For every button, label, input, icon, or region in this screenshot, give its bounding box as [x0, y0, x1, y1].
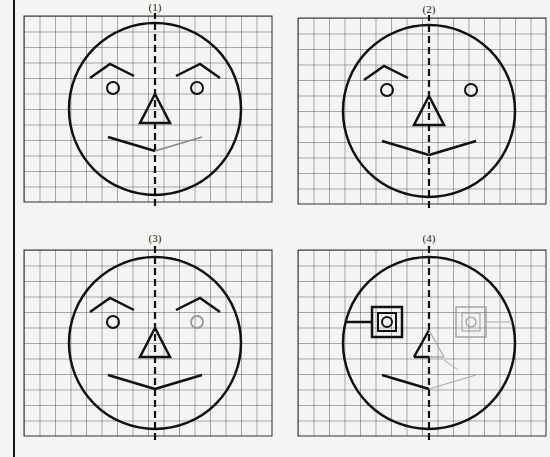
panel-number: (1) — [147, 1, 164, 13]
face-panel — [24, 12, 272, 208]
face-panel — [298, 246, 546, 442]
panel-number: (3) — [147, 232, 164, 244]
panel-number: (2) — [421, 3, 438, 15]
face-panel — [298, 14, 546, 210]
page-edge — [13, 0, 15, 457]
panel-number: (4) — [421, 232, 438, 244]
face-panel — [24, 246, 272, 442]
